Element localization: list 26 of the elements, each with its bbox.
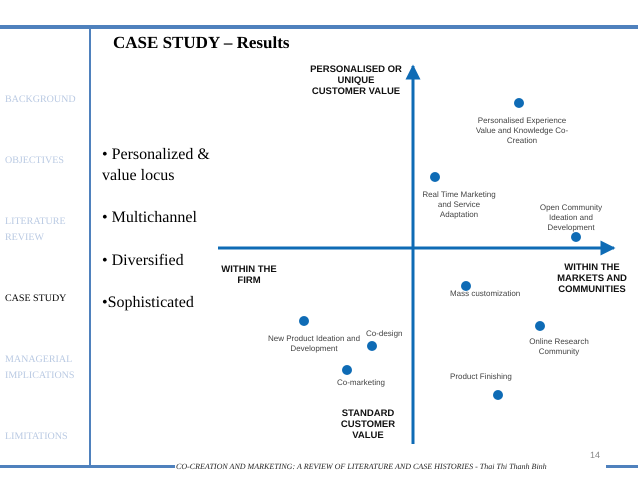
bullet-point: • Personalized & value locus xyxy=(102,145,211,186)
slide-title: CASE STUDY – Results xyxy=(113,33,290,53)
point-label: Co-design xyxy=(366,329,404,339)
footer-text: CO-CREATION AND MARKETING: A REVIEW OF LITERATURE AND CASE HISTORIES - Thai Thi Thanh Binh xyxy=(176,462,548,472)
nav-item: BACKGROUND xyxy=(5,93,76,107)
bullet-point: • Diversified xyxy=(102,251,185,271)
axis-label: WITHIN THE FIRM xyxy=(220,264,278,286)
point-label: Co-marketing xyxy=(336,378,386,388)
axis-label: STANDARD CUSTOMER VALUE xyxy=(340,408,396,441)
nav-item: LIMITATIONS xyxy=(5,430,68,444)
bullet-point: •Sophisticated xyxy=(102,293,195,313)
point-label: Mass customization xyxy=(450,289,522,299)
point-label: Real Time Marketing and Service Adaptation xyxy=(421,190,497,220)
point-label: Product Finishing xyxy=(450,372,513,382)
point-label: New Product Ideation and Development xyxy=(266,334,362,354)
nav-item: LITERATURE REVIEW xyxy=(5,215,67,245)
point-label: Online Research Community xyxy=(528,337,590,357)
page-number: 14 xyxy=(590,449,600,462)
nav-item: OBJECTIVES xyxy=(5,154,64,168)
nav-item: MANAGERIAL IMPLICATIONS xyxy=(5,353,76,383)
axis-label: PERSONALISED OR UNIQUE CUSTOMER VALUE xyxy=(310,64,402,97)
point-label: Open Community Ideation and Development xyxy=(538,203,604,233)
bullet-point: • Multichannel xyxy=(102,208,198,228)
nav-item-active: CASE STUDY xyxy=(5,292,66,306)
point-label: Personalised Experience Value and Knowledge Co-Creation xyxy=(474,116,570,146)
axis-label: WITHIN THE MARKETS AND COMMUNITIES xyxy=(556,262,628,295)
